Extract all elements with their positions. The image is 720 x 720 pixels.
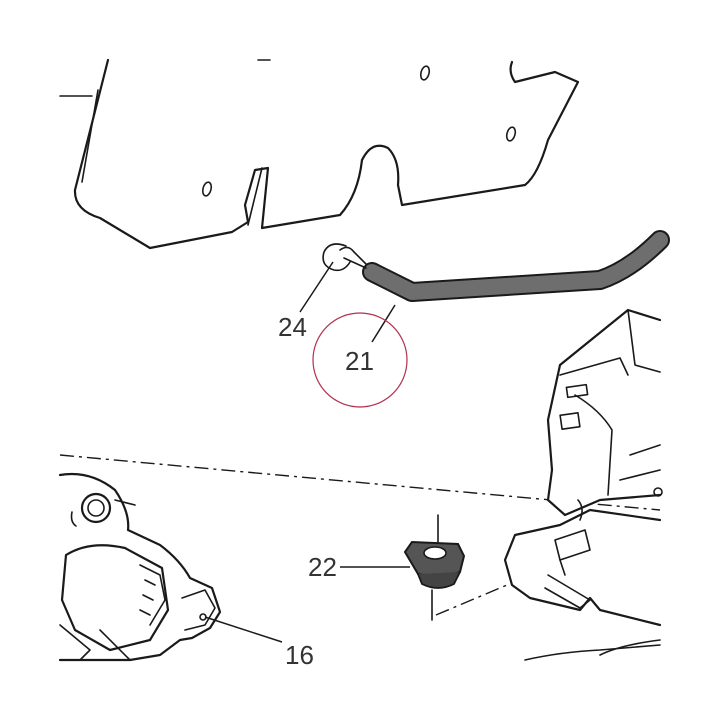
mounting-hole bbox=[201, 181, 213, 197]
callout-label-16: 16 bbox=[285, 640, 314, 670]
lower-left-sensor-assembly bbox=[58, 472, 222, 662]
callout-label-21: 21 bbox=[345, 346, 374, 376]
housing-slot bbox=[559, 412, 581, 430]
hose-clip-part-24 bbox=[322, 243, 367, 272]
leader-line-21 bbox=[371, 304, 396, 343]
callout-highlight-circle bbox=[312, 312, 408, 408]
leader-line-16 bbox=[204, 616, 283, 643]
mounting-hole bbox=[505, 126, 517, 142]
upper-panel bbox=[59, 58, 580, 250]
callout-label-22: 22 bbox=[308, 552, 337, 582]
mounting-hole bbox=[419, 65, 431, 81]
assembly-axis-line bbox=[59, 454, 661, 511]
callout-label-24: 24 bbox=[278, 312, 307, 342]
right-housing bbox=[503, 308, 663, 661]
housing-slot bbox=[565, 383, 589, 399]
hose-part-21 bbox=[362, 230, 670, 302]
grommet-part-22 bbox=[403, 540, 466, 589]
leader-line-24 bbox=[299, 261, 334, 313]
